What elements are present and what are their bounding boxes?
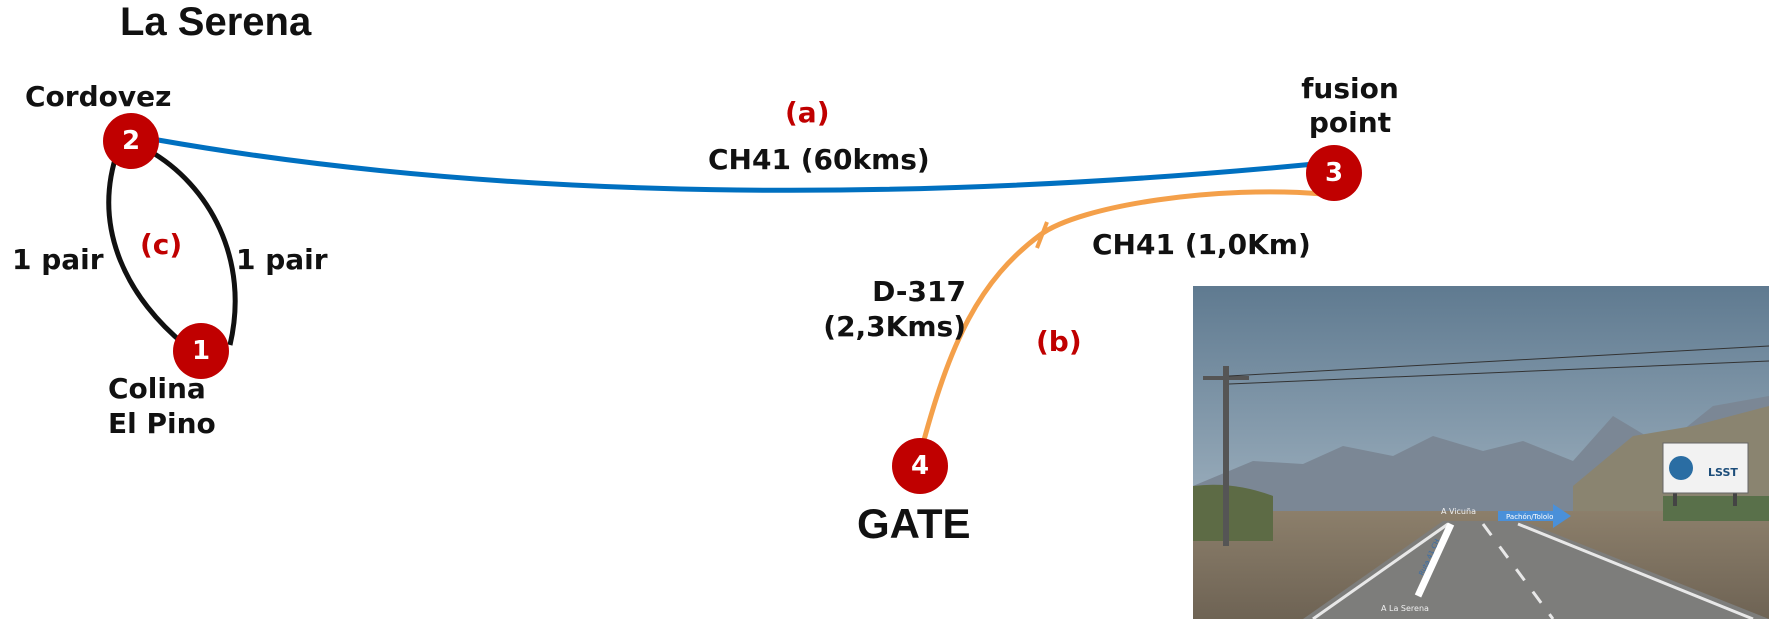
node-2-marker: 2 bbox=[103, 113, 159, 169]
street-view-illustration: LSST Pachón/Tololo A Vicuña Ruta 41 CH A… bbox=[1193, 286, 1769, 619]
node-2-label: Cordovez bbox=[25, 80, 172, 113]
node-3-label-line2: point bbox=[1308, 106, 1392, 139]
node-1-marker: 1 bbox=[173, 323, 229, 379]
link-c-tag: (c) bbox=[140, 228, 183, 261]
node-1-label-line1: Colina bbox=[108, 372, 206, 405]
link-b-d317-label-line2: (2,3Kms) bbox=[823, 310, 966, 343]
node-4-marker: 4 bbox=[892, 438, 948, 494]
link-c-left-label: 1 pair bbox=[12, 243, 104, 276]
map-title: La Serena bbox=[120, 0, 312, 44]
sign-right: Pachón/Tololo bbox=[1506, 513, 1553, 521]
link-b-tick-mark bbox=[1035, 221, 1049, 249]
node-4-label: GATE bbox=[857, 500, 971, 547]
billboard-brand: LSST bbox=[1708, 466, 1738, 479]
link-c-right-label: 1 pair bbox=[236, 243, 328, 276]
node-1-label-line2: El Pino bbox=[108, 407, 216, 440]
link-a-ch41-line bbox=[157, 137, 1336, 193]
street-view-photo: LSST Pachón/Tololo A Vicuña Ruta 41 CH A… bbox=[1193, 286, 1769, 619]
link-b-d317-label-line1: D-317 bbox=[872, 275, 966, 308]
link-c-right-line bbox=[146, 147, 238, 346]
link-a-tag: (a) bbox=[785, 96, 830, 129]
node-3-label-line1: fusion bbox=[1301, 72, 1399, 105]
link-a-label: CH41 (60kms) bbox=[708, 143, 930, 176]
node-3-marker: 3 bbox=[1306, 145, 1362, 201]
link-c-left-line bbox=[106, 149, 187, 347]
sign-bottom: A La Serena bbox=[1381, 604, 1429, 613]
link-b-tag: (b) bbox=[1036, 325, 1082, 358]
sign-left: A Vicuña bbox=[1441, 507, 1476, 516]
link-b-ch41-label: CH41 (1,0Km) bbox=[1092, 228, 1311, 261]
